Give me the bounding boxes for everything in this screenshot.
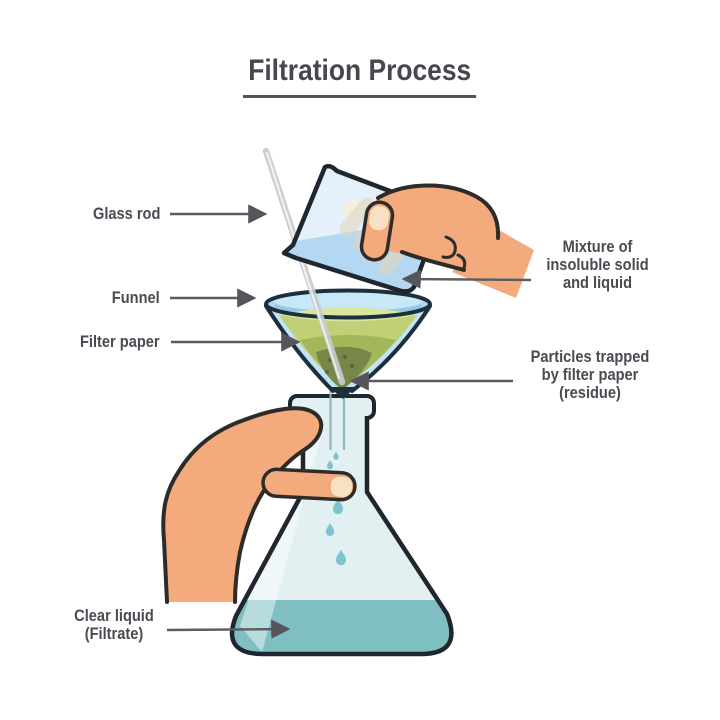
page-title: Filtration Process [243,54,477,98]
thumb-nail [368,206,390,231]
curled-finger-line [456,253,467,270]
glass-rod [262,147,346,386]
filtrate-arrow [166,619,291,639]
liquid-drops [325,451,347,566]
callout-lines [166,204,532,639]
label-funnel: Funnel [112,288,160,307]
curled-finger-line [441,235,457,259]
label-glass-rod: Glass rod [92,204,160,223]
flask-body [232,416,452,654]
funnel-stem [329,389,346,450]
page-title-wrap: Filtration Process [0,54,720,98]
label-filter-paper: Filter paper [80,332,160,351]
label-filtrate: Clear liquid (Filtrate) [74,606,154,643]
mixture-arrow [401,269,532,289]
funnel-tip [329,387,356,399]
label-mixture: Mixture of insoluble solid and liquid [546,237,649,292]
holding-hand [161,406,357,604]
finger-nail [330,476,353,497]
flask-outline [229,416,454,657]
label-particles: Particles trapped by filter paper (resid… [530,347,650,402]
erlenmeyer-flask [229,394,454,657]
funnel [264,288,432,399]
funnel-rim-outline [264,288,432,320]
